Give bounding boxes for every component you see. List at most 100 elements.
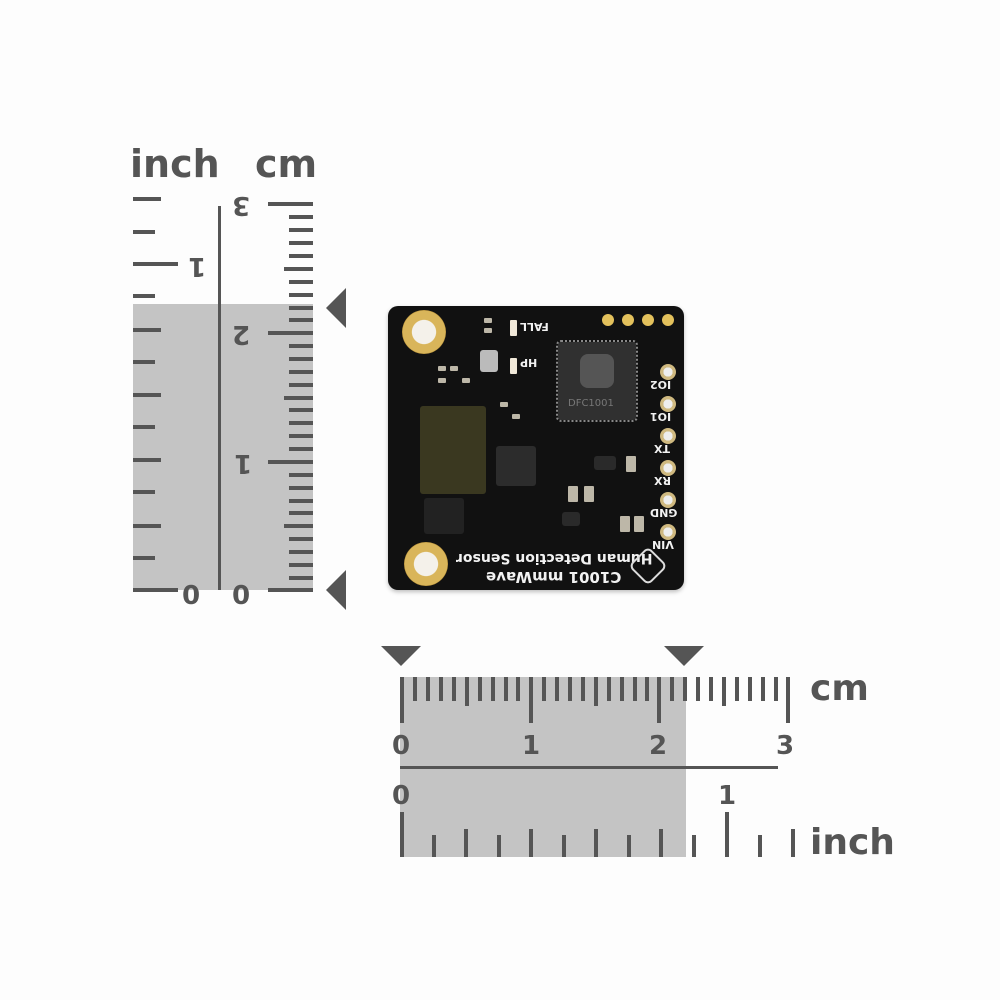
pin-label: RX (654, 474, 671, 487)
inch-number: 0 (182, 578, 201, 608)
cm-tick (289, 254, 313, 258)
chip-label: DFC1001 (568, 398, 614, 409)
cm-tick (748, 677, 752, 701)
inch-tick (133, 230, 155, 234)
cm-tick (426, 677, 430, 701)
cm-tick (289, 344, 313, 348)
inch-tick (791, 829, 795, 857)
pin-label: TX (654, 442, 670, 455)
inch-tick (692, 835, 696, 857)
cm-number: 2 (232, 319, 251, 349)
header-pad (622, 314, 634, 326)
inch-tick (627, 835, 631, 857)
cm-tick (683, 677, 687, 701)
inch-tick (594, 829, 598, 857)
cm-tick (284, 524, 313, 528)
fall-led (510, 320, 517, 336)
cm-tick (289, 228, 313, 232)
horizontal-ruler-inch-label: inch (810, 822, 895, 863)
cm-tick (289, 499, 313, 503)
inch-tick (400, 812, 404, 857)
inch-tick (725, 812, 729, 857)
cm-tick (400, 677, 404, 723)
cm-tick (268, 202, 313, 206)
cm-tick (289, 550, 313, 554)
inch-number: 0 (392, 781, 411, 811)
inch-tick (133, 425, 155, 429)
inch-tick (133, 328, 161, 332)
cm-tick (289, 421, 313, 425)
cm-number: 1 (234, 448, 253, 478)
cm-tick (491, 677, 495, 701)
inch-tick (133, 197, 161, 201)
cm-tick (529, 677, 533, 723)
cm-tick (542, 677, 546, 701)
pin-io2 (660, 364, 676, 380)
cm-tick (289, 280, 313, 284)
cm-tick (289, 306, 313, 310)
board-title-line2: Human Detection Sensor (456, 550, 653, 566)
inch-tick (497, 835, 501, 857)
mounting-hole-top (402, 310, 446, 354)
header-pad (662, 314, 674, 326)
inch-tick (133, 490, 155, 494)
cm-tick (504, 677, 508, 701)
pin-vin (660, 524, 676, 540)
cm-tick (413, 677, 417, 701)
sensor-component (480, 350, 498, 372)
pin-label: VIN (652, 538, 674, 551)
cm-tick (478, 677, 482, 701)
cm-tick (670, 677, 674, 701)
pin-io1 (660, 396, 676, 412)
cm-tick (289, 293, 313, 297)
inch-tick (133, 556, 155, 560)
cm-tick (452, 677, 456, 701)
cm-tick (761, 677, 765, 701)
ic-chip (424, 498, 464, 534)
cm-tick (594, 677, 598, 706)
bottom-edge-marker-icon (326, 570, 346, 610)
inch-tick (529, 829, 533, 857)
pin-label: IO2 (650, 378, 672, 391)
led-label-fall: FALL (520, 320, 549, 333)
cm-number: 0 (392, 731, 411, 761)
cm-tick (289, 563, 313, 567)
cm-tick (289, 408, 313, 412)
cm-tick (439, 677, 443, 701)
cm-tick (289, 434, 313, 438)
inch-tick (562, 835, 566, 857)
cm-tick (289, 576, 313, 580)
inch-tick (133, 393, 161, 397)
cm-tick (289, 473, 313, 477)
cm-tick (516, 677, 520, 701)
header-pad (602, 314, 614, 326)
cm-tick (722, 677, 726, 706)
cm-tick (289, 511, 313, 515)
cm-tick (568, 677, 572, 701)
header-pad (642, 314, 654, 326)
inch-tick (133, 294, 155, 298)
cm-number: 3 (232, 190, 251, 220)
cm-tick (289, 370, 313, 374)
cm-tick (786, 677, 790, 723)
inch-tick (432, 835, 436, 857)
cm-tick (289, 447, 313, 451)
cm-tick (657, 677, 661, 723)
inch-tick (133, 458, 161, 462)
cm-tick (645, 677, 649, 701)
horizontal-ruler-divider (400, 766, 778, 769)
cm-tick (289, 318, 313, 322)
pin-rx (660, 460, 676, 476)
board-title-line1: C1001 mmWave (486, 568, 622, 586)
cm-tick (284, 267, 313, 271)
vertical-ruler-cm-label: cm (255, 142, 318, 186)
cm-tick (620, 677, 624, 701)
hp-led (510, 358, 517, 374)
cm-tick (289, 486, 313, 490)
cm-tick (289, 537, 313, 541)
vertical-ruler-inch-label: inch (130, 142, 220, 186)
cm-tick (774, 677, 778, 701)
cm-tick (581, 677, 585, 701)
cm-tick (289, 241, 313, 245)
cm-tick (268, 588, 313, 592)
